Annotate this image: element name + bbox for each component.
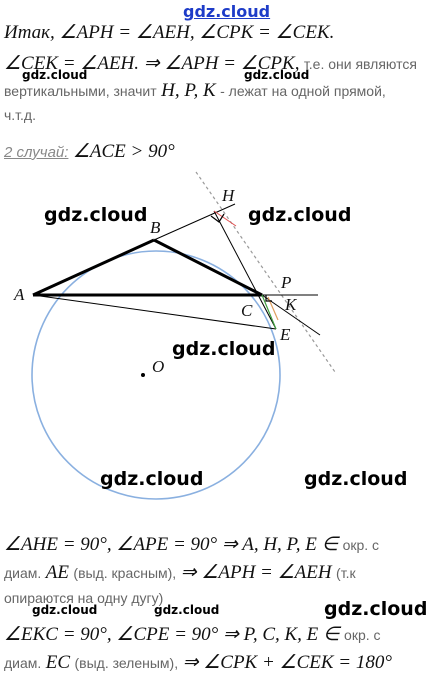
bottom-line-5-text-b: (выд. зеленым),: [74, 655, 179, 671]
side-bc: [153, 238, 263, 297]
label-a: A: [13, 285, 25, 304]
case-label: 2 случай:: [4, 144, 69, 161]
line-2: ∠CEK = ∠AEH. ⇒ ∠APH = ∠CPK, т.е. они явл…: [4, 52, 417, 75]
bottom-line-2-text-b: (выд. красным),: [73, 565, 177, 581]
bottom-line-1-math: ∠AHE = 90°, ∠APE = 90° ⇒ A, H, P, E ∈: [4, 534, 339, 555]
line-3: вертикальными, значит H, P, K - лежат на…: [4, 80, 386, 102]
green-segment: [261, 294, 277, 330]
line-he: [213, 210, 277, 330]
watermark-top: gdz.cloud: [183, 2, 271, 21]
line-bc-extension: [261, 294, 321, 336]
line-4: ч.т.д.: [4, 107, 36, 123]
bottom-line-2: диам. AE (выд. красным), ⇒ ∠APH = ∠AEH (…: [4, 561, 356, 584]
bottom-line-5: диам. EC (выд. зеленым), ⇒ ∠CPK + ∠CEK =…: [4, 651, 392, 674]
watermark-big-1: gdz.cloud: [44, 204, 148, 226]
side-ab: [32, 238, 155, 297]
watermark-big-5: gdz.cloud: [304, 468, 408, 490]
watermark-small-4: gdz.cloud: [154, 603, 220, 617]
line-2-math: ∠CEK = ∠AEH. ⇒ ∠APH = ∠CPK,: [4, 53, 300, 74]
label-h: H: [221, 186, 236, 205]
watermark-small-1: gdz.cloud: [22, 68, 88, 82]
right-angle-h: [210, 213, 225, 223]
circumcircle: [31, 250, 281, 500]
right-angle-p: [265, 295, 272, 302]
case-math: ∠ACE > 90°: [72, 141, 175, 162]
label-p: P: [280, 273, 291, 292]
watermark-big-4: gdz.cloud: [100, 468, 204, 490]
line-ab-extension: [153, 203, 236, 241]
bottom-line-4-text: окр. с: [344, 627, 381, 643]
bottom-line-5-math-a: EC: [45, 652, 71, 673]
watermark-small-3: gdz.cloud: [32, 603, 98, 617]
bottom-line-2-text-a: диам.: [4, 565, 42, 581]
bottom-line-1-text: окр. с: [342, 537, 380, 553]
bottom-line-5-text-a: диам.: [4, 655, 42, 671]
case-heading: 2 случай: ∠ACE > 90°: [4, 140, 175, 163]
bottom-line-2-math-b: ⇒ ∠APH = ∠AEH: [180, 562, 332, 583]
watermark-big-6: gdz.cloud: [324, 598, 428, 620]
bottom-line-4: ∠EKC = 90°, ∠CPE = 90° ⇒ P, C, K, E ∈ ок…: [4, 623, 381, 646]
watermark-big-2: gdz.cloud: [248, 204, 352, 226]
label-b: B: [150, 218, 161, 237]
line-1: Итак, ∠APH = ∠AEH, ∠CPK = ∠CEK.: [4, 21, 334, 44]
label-c: C: [241, 301, 253, 320]
center-dot: [141, 373, 145, 377]
bottom-line-1: ∠AHE = 90°, ∠APE = 90° ⇒ A, H, P, E ∈ ок…: [4, 533, 379, 556]
line-3-math: H, P, K: [161, 80, 216, 101]
dotted-line: [195, 171, 336, 373]
watermark-small-2: gdz.cloud: [244, 68, 310, 82]
line-ae: [32, 294, 277, 330]
label-o: O: [152, 357, 164, 376]
line-3-text-b: - лежат на одной прямой,: [220, 83, 386, 99]
line-2-text: т.е. они являются: [303, 56, 417, 72]
bottom-line-2-text-c: (т.к: [336, 565, 356, 581]
bottom-line-4-math: ∠EKC = 90°, ∠CPE = 90° ⇒ P, C, K, E ∈: [4, 624, 340, 645]
bottom-line-2-math-a: AE: [45, 562, 69, 583]
bottom-line-5-math-b: ⇒ ∠CPK + ∠CEK = 180°: [182, 652, 392, 673]
red-mark: [213, 210, 237, 227]
line-1-math: Итак, ∠APH = ∠AEH, ∠CPK = ∠CEK.: [4, 22, 335, 43]
label-k: K: [284, 295, 298, 314]
bottom-line-3: опираются на одну дугу): [4, 590, 164, 606]
watermark-big-3: gdz.cloud: [172, 338, 276, 360]
label-e: E: [279, 325, 291, 344]
line-3-text-a: вертикальными, значит: [4, 83, 157, 99]
